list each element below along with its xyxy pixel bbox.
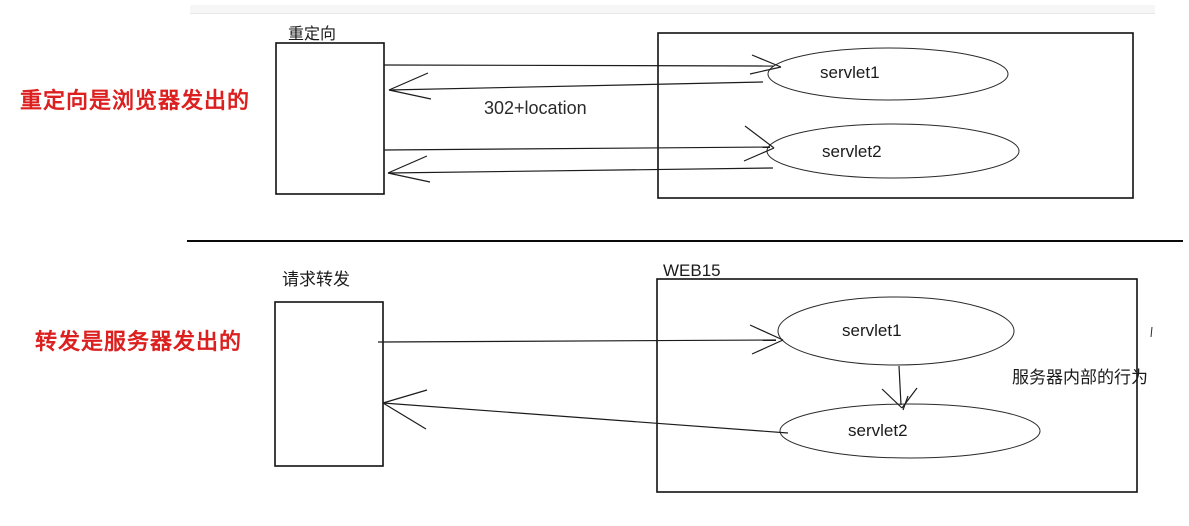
- stray-tick-mark: [1150, 326, 1153, 338]
- servlet2-bottom-label: servlet2: [848, 421, 908, 440]
- forward-note-text: 转发是服务器发出的: [35, 329, 243, 354]
- redirect-browser-box: [275, 42, 385, 195]
- server-internal-note: 服务器内部的行为: [1012, 368, 1148, 387]
- web15-server-box: [656, 278, 1138, 493]
- servlet1-top-ellipse: [767, 47, 1009, 101]
- redirect-note-text: 重定向是浏览器发出的: [20, 88, 251, 113]
- top-gray-band: [190, 5, 1155, 13]
- arrow-request-servlet2: [383, 125, 775, 162]
- web15-container-label: WEB15: [663, 261, 721, 280]
- forward-box-label: 请求转发: [282, 270, 350, 289]
- arrow-response-servlet2: [387, 155, 774, 183]
- servlet2-bottom-ellipse: [779, 403, 1041, 459]
- servlet1-bottom-label: servlet1: [842, 321, 902, 340]
- arrow-internal-forward: [881, 365, 918, 411]
- servlet1-bottom-ellipse: [777, 296, 1015, 366]
- servlet1-top-label: servlet1: [820, 63, 880, 82]
- arrow-response-servlet1: [388, 72, 764, 100]
- forward-browser-box: [274, 301, 384, 467]
- arrow-request-servlet1: [383, 54, 782, 75]
- status-302-location-label: 302+location: [484, 98, 587, 118]
- redirect-server-box: [657, 32, 1134, 199]
- arrow-forward-request: [377, 324, 784, 355]
- servlet2-top-ellipse: [766, 123, 1020, 179]
- servlet2-top-label: servlet2: [822, 142, 882, 161]
- redirect-box-label: 重定向: [288, 26, 337, 43]
- arrow-forward-response: [382, 389, 789, 434]
